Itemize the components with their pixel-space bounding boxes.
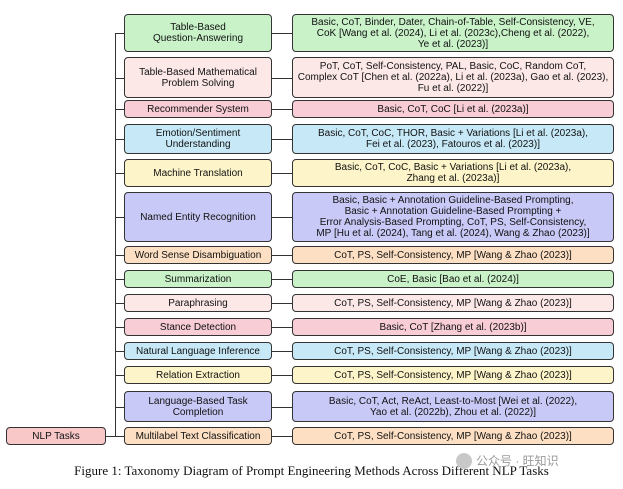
task-to-methods-connector [272, 77, 292, 79]
spine-to-task-connector [115, 375, 124, 376]
task-to-methods-connector [272, 279, 292, 280]
task-node: Table-Based Mathematical Problem Solving [124, 57, 272, 98]
task-node: Machine Translation [124, 159, 272, 187]
spine-to-task-connector [115, 173, 124, 174]
task-node: Word Sense Disambiguation [124, 246, 272, 264]
task-node: Natural Language Inference [124, 342, 272, 360]
wechat-icon [456, 452, 472, 469]
methods-node: CoT, PS, Self-Consistency, MP [Wang & Zh… [292, 246, 614, 264]
task-to-methods-connector [272, 139, 292, 140]
task-to-methods-connector [272, 406, 292, 408]
task-node: Emotion/Sentiment Understanding [124, 124, 272, 154]
task-node: Stance Detection [124, 318, 272, 336]
methods-node: PoT, CoT, Self-Consistency, PAL, Basic, … [292, 57, 614, 98]
task-node: Table-Based Question-Answering [124, 14, 272, 52]
methods-node: Basic, CoT [Zhang et al. (2023b)] [292, 318, 614, 336]
spine-to-task-connector [115, 109, 124, 110]
task-to-methods-connector [272, 109, 292, 110]
spine-to-task-connector [115, 255, 124, 256]
spine-to-task-connector [115, 327, 124, 328]
task-to-methods-connector [272, 327, 292, 328]
spine-to-task-connector [115, 217, 124, 218]
task-to-methods-connector [272, 351, 292, 352]
spine-to-task-connector [115, 351, 124, 352]
task-to-methods-connector [272, 375, 292, 376]
spine-to-task-connector [115, 279, 124, 280]
spine-to-task-connector [115, 303, 124, 304]
methods-node: Basic, CoT, Act, ReAct, Least-to-Most [W… [292, 391, 614, 422]
figure-caption: Figure 1: Taxonomy Diagram of Prompt Eng… [74, 463, 549, 478]
task-to-methods-connector [272, 33, 292, 34]
methods-node: Basic, CoT, Binder, Dater, Chain-of-Tabl… [292, 14, 614, 52]
root-node-nlp-tasks: NLP Tasks [6, 427, 106, 445]
methods-node: Basic, Basic + Annotation Guideline-Base… [292, 192, 614, 242]
root-connector-line [106, 436, 115, 437]
methods-node: CoT, PS, Self-Consistency, MP [Wang & Zh… [292, 342, 614, 360]
methods-node: CoE, Basic [Bao et al. (2024)] [292, 270, 614, 288]
task-node: Recommender System [124, 100, 272, 118]
spine-to-task-connector [115, 406, 124, 408]
task-node: Relation Extraction [124, 366, 272, 384]
tree-spine-line [115, 33, 116, 436]
methods-node: CoT, PS, Self-Consistency, MP [Wang & Zh… [292, 427, 614, 445]
task-to-methods-connector [272, 303, 292, 304]
spine-to-task-connector [115, 33, 124, 34]
methods-node: CoT, PS, Self-Consistency, MP [Wang & Zh… [292, 366, 614, 384]
task-node: Multilabel Text Classification [124, 427, 272, 445]
task-node: Paraphrasing [124, 294, 272, 312]
spine-to-task-connector [115, 436, 124, 437]
task-node: Summarization [124, 270, 272, 288]
task-to-methods-connector [272, 255, 292, 256]
methods-node: Basic, CoT, CoC [Li et al. (2023a)] [292, 100, 614, 118]
watermark-text: 公众号 · 旺知识 [476, 454, 559, 468]
task-to-methods-connector [272, 217, 292, 218]
methods-node: Basic, CoT, CoC, THOR, Basic + Variation… [292, 124, 614, 154]
task-to-methods-connector [272, 173, 292, 174]
methods-node: Basic, CoT, CoC, Basic + Variations [Li … [292, 159, 614, 187]
methods-node: CoT, PS, Self-Consistency, MP [Wang & Zh… [292, 294, 614, 312]
spine-to-task-connector [115, 139, 124, 140]
spine-to-task-connector [115, 77, 124, 79]
watermark: 公众号 · 旺知识 [456, 452, 559, 469]
task-node: Language-Based Task Completion [124, 391, 272, 422]
task-to-methods-connector [272, 436, 292, 437]
task-node: Named Entity Recognition [124, 192, 272, 242]
